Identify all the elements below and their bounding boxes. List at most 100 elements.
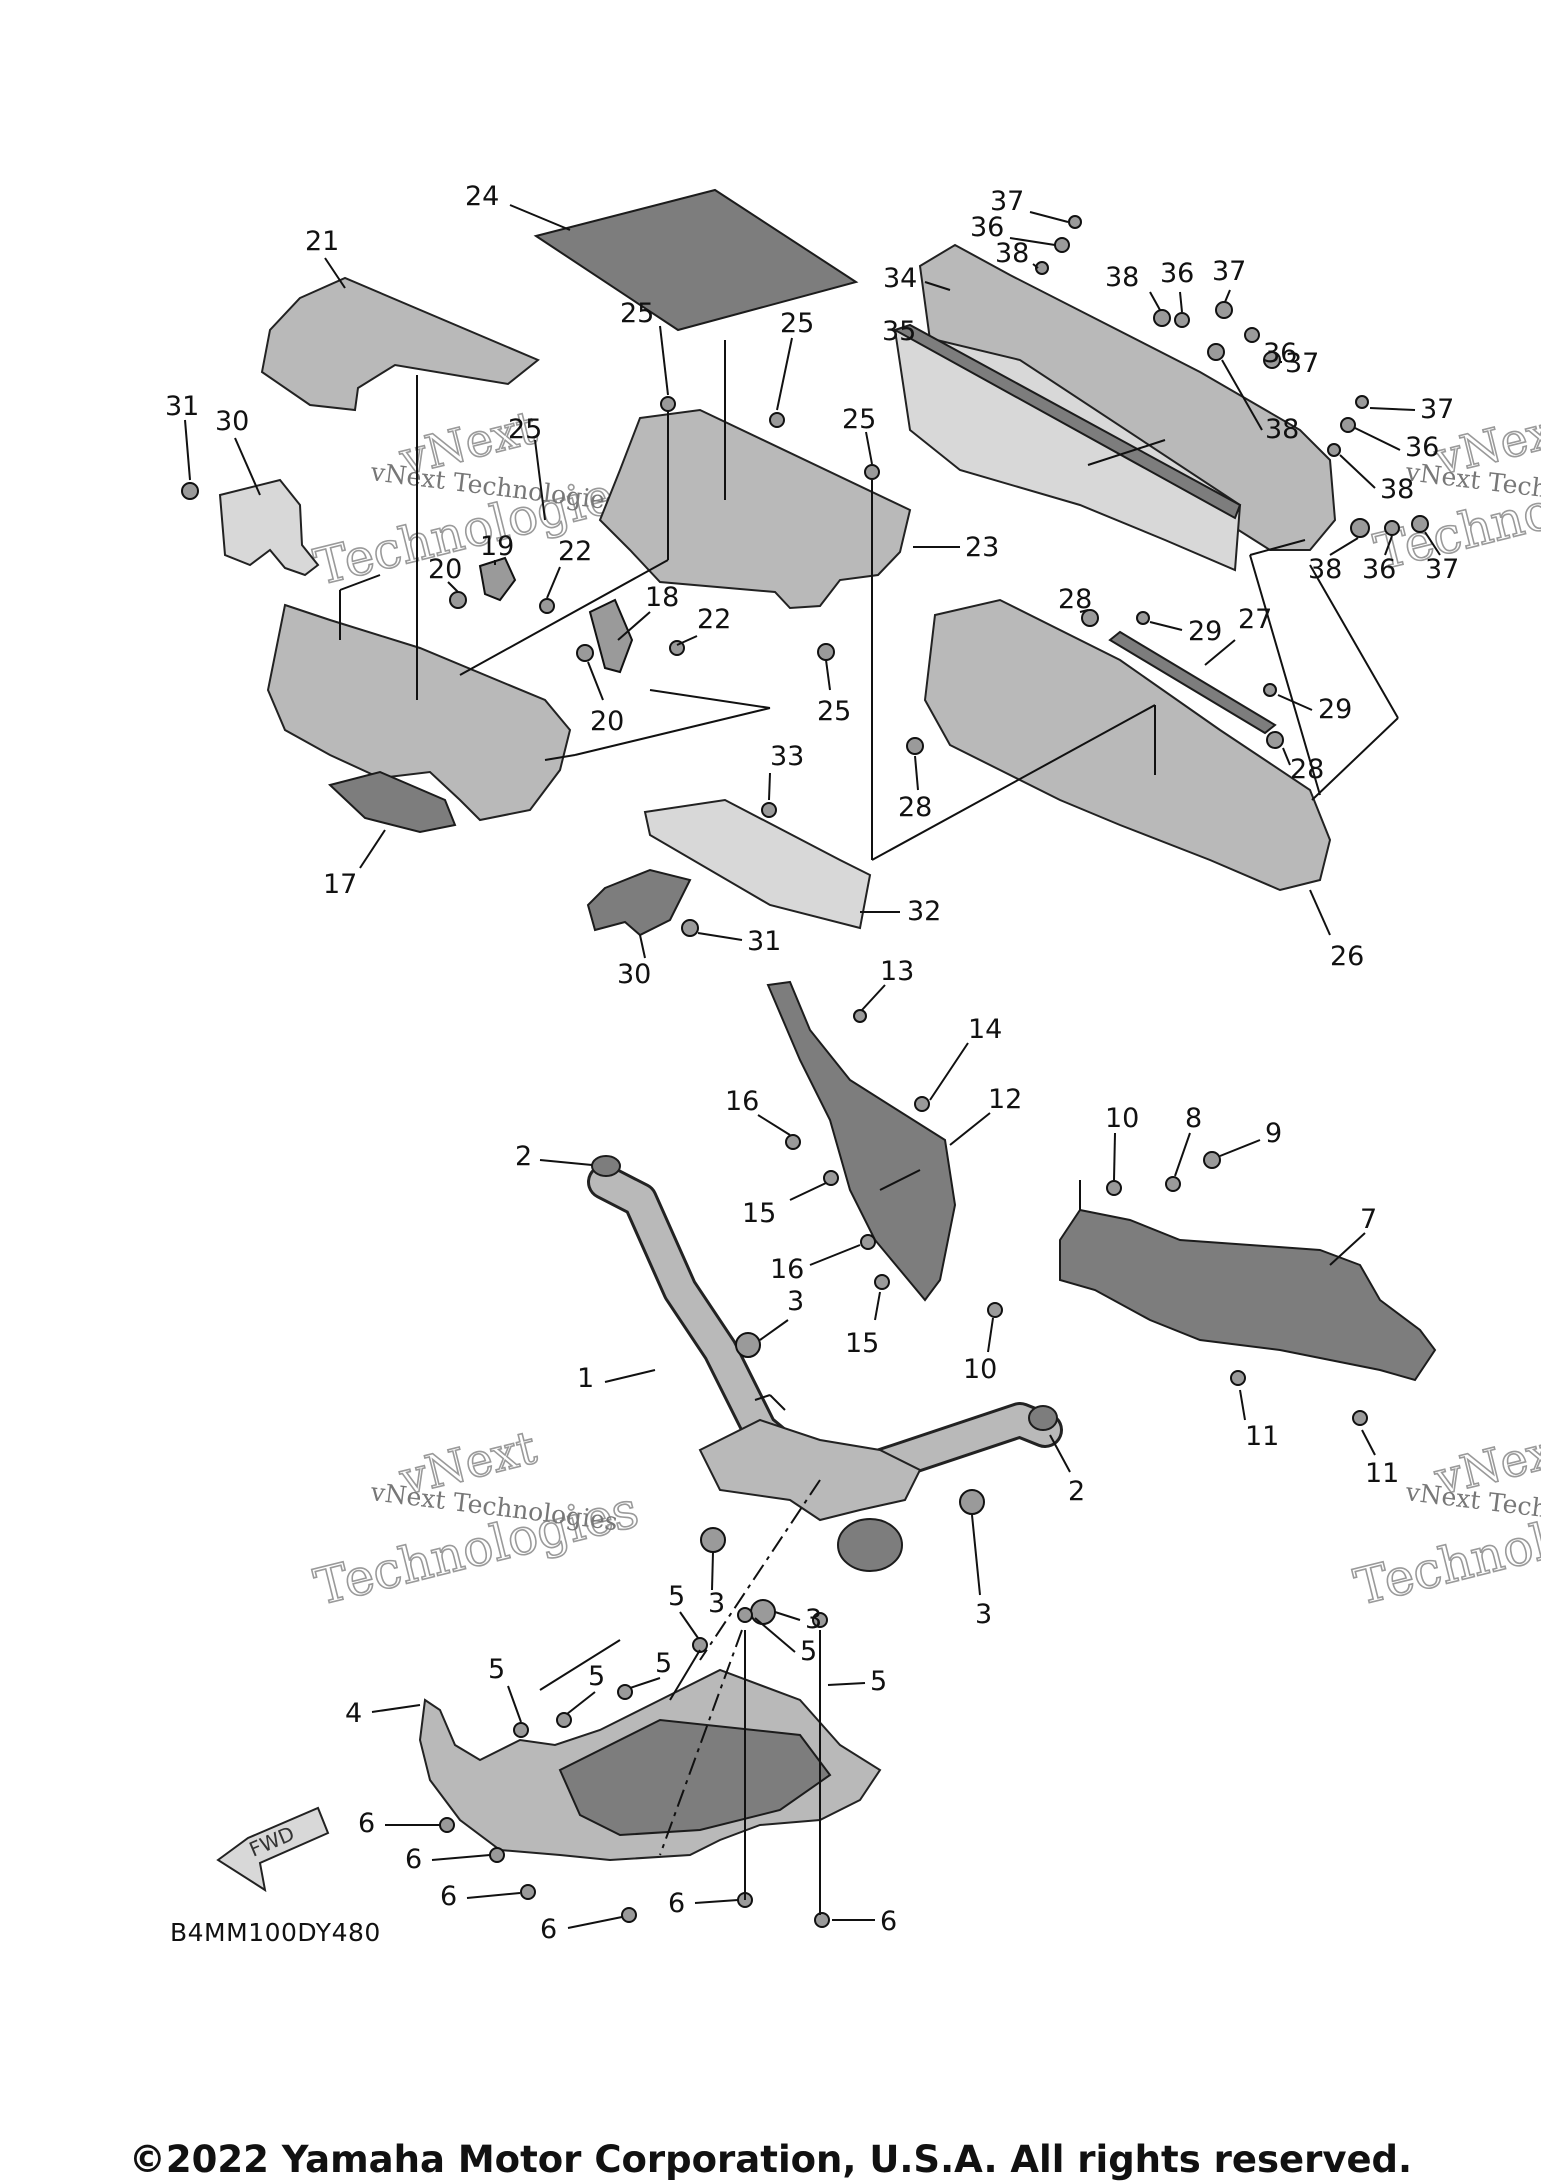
- part-35-strip: [892, 323, 1242, 520]
- fastener-28: [1081, 609, 1099, 627]
- fastener-31: [181, 482, 199, 500]
- callout-25: 25: [780, 308, 814, 339]
- callout-20: 20: [590, 706, 624, 737]
- fastener-29: [1136, 611, 1150, 625]
- part-23-panel: [598, 408, 912, 610]
- part-32-plate: [643, 798, 872, 930]
- part-26-cover: [923, 598, 1332, 892]
- callout-3: 3: [975, 1599, 992, 1630]
- fastener-8: [1165, 1176, 1181, 1192]
- fastener-36: [1174, 312, 1190, 328]
- callout-10: 10: [1105, 1103, 1139, 1134]
- fastener-31: [681, 919, 699, 937]
- callout-5: 5: [800, 1636, 817, 1667]
- fastener-11: [1230, 1370, 1246, 1386]
- callout-3: 3: [787, 1286, 804, 1317]
- fastener-6: [439, 1817, 455, 1833]
- callout-13: 13: [880, 956, 914, 987]
- callout-28: 28: [1290, 754, 1324, 785]
- callout-37: 37: [990, 186, 1024, 217]
- part-27-strip: [1108, 630, 1277, 735]
- callout-16: 16: [725, 1086, 759, 1117]
- fastener-36: [1384, 520, 1400, 536]
- part-17-cover: [266, 603, 572, 822]
- fastener-3: [959, 1489, 985, 1515]
- callout-16: 16: [770, 1254, 804, 1285]
- part-2-end-cap-left: [591, 1155, 621, 1177]
- fastener-3: [735, 1332, 761, 1358]
- fastener-36: [1054, 237, 1070, 253]
- callout-25: 25: [842, 404, 876, 435]
- callout-3: 3: [708, 1588, 725, 1619]
- part-1-mount: [698, 1418, 922, 1522]
- fastener-10: [1106, 1180, 1122, 1196]
- callout-3: 3: [805, 1604, 822, 1635]
- callout-36: 36: [1160, 258, 1194, 289]
- fastener-37: [1263, 351, 1281, 369]
- callout-11: 11: [1245, 1421, 1279, 1452]
- fastener-38: [1350, 518, 1370, 538]
- fastener-5: [617, 1684, 633, 1700]
- callout-21: 21: [305, 226, 339, 257]
- callout-25: 25: [620, 298, 654, 329]
- fastener-6: [814, 1912, 830, 1928]
- callout-24: 24: [465, 181, 499, 212]
- fastener-15: [874, 1274, 890, 1290]
- guide-lines: [339, 340, 1399, 1915]
- callout-38: 38: [1380, 474, 1414, 505]
- part-17-inner: [327, 770, 457, 834]
- fastener-5: [692, 1637, 708, 1653]
- fastener-38: [1327, 443, 1341, 457]
- callout-11: 11: [1365, 1458, 1399, 1489]
- callout-36: 36: [1362, 554, 1396, 585]
- callout-28: 28: [898, 792, 932, 823]
- callout-6: 6: [668, 1888, 685, 1919]
- callout-22: 22: [558, 536, 592, 567]
- callout-36: 36: [970, 212, 1004, 243]
- fastener-37: [1411, 515, 1429, 533]
- callout-22: 22: [697, 604, 731, 635]
- fastener-9: [1203, 1151, 1221, 1169]
- fastener-14: [914, 1096, 930, 1112]
- fastener-25: [769, 412, 785, 428]
- callout-31: 31: [165, 391, 199, 422]
- fastener-5: [737, 1607, 753, 1623]
- fastener-3: [750, 1599, 776, 1625]
- callout-9: 9: [1265, 1118, 1282, 1149]
- fastener-10: [987, 1302, 1003, 1318]
- part-24-mat: [533, 188, 859, 332]
- callout-19: 19: [480, 531, 514, 562]
- part-7-fender: [1059, 1208, 1437, 1382]
- callout-labels: 24 21 31 30 25 25 25 25 25 23 20 20 19 2…: [165, 181, 1459, 1945]
- fastener-37: [1355, 395, 1369, 409]
- fastener-25: [817, 643, 835, 661]
- callout-20: 20: [428, 554, 462, 585]
- copyright-notice: ©2022 Yamaha Motor Corporation, U.S.A. A…: [128, 2138, 1413, 2181]
- callout-38: 38: [1105, 262, 1139, 293]
- part-1-clamp-lower: [837, 1518, 903, 1572]
- callout-6: 6: [880, 1906, 897, 1937]
- fastener-38: [1207, 343, 1225, 361]
- callout-2: 2: [515, 1141, 532, 1172]
- callout-33: 33: [770, 741, 804, 772]
- part-21-shield: [260, 276, 540, 412]
- callout-6: 6: [405, 1844, 422, 1875]
- callout-18: 18: [645, 582, 679, 613]
- fastener-6: [489, 1847, 505, 1863]
- callout-37: 37: [1212, 256, 1246, 287]
- fastener-5: [812, 1612, 828, 1628]
- fastener-36: [1244, 327, 1260, 343]
- callout-10: 10: [963, 1354, 997, 1385]
- fastener-6: [520, 1884, 536, 1900]
- fastener-38: [1153, 309, 1171, 327]
- fasteners: [181, 215, 1429, 1928]
- fastener-28: [1266, 731, 1284, 749]
- diagram-code: B4MM100DY480: [170, 1918, 381, 1947]
- fastener-15: [823, 1170, 839, 1186]
- callout-5: 5: [588, 1661, 605, 1692]
- callout-29: 29: [1188, 616, 1222, 647]
- fastener-25: [864, 464, 880, 480]
- callout-15: 15: [845, 1328, 879, 1359]
- callout-12: 12: [988, 1084, 1022, 1115]
